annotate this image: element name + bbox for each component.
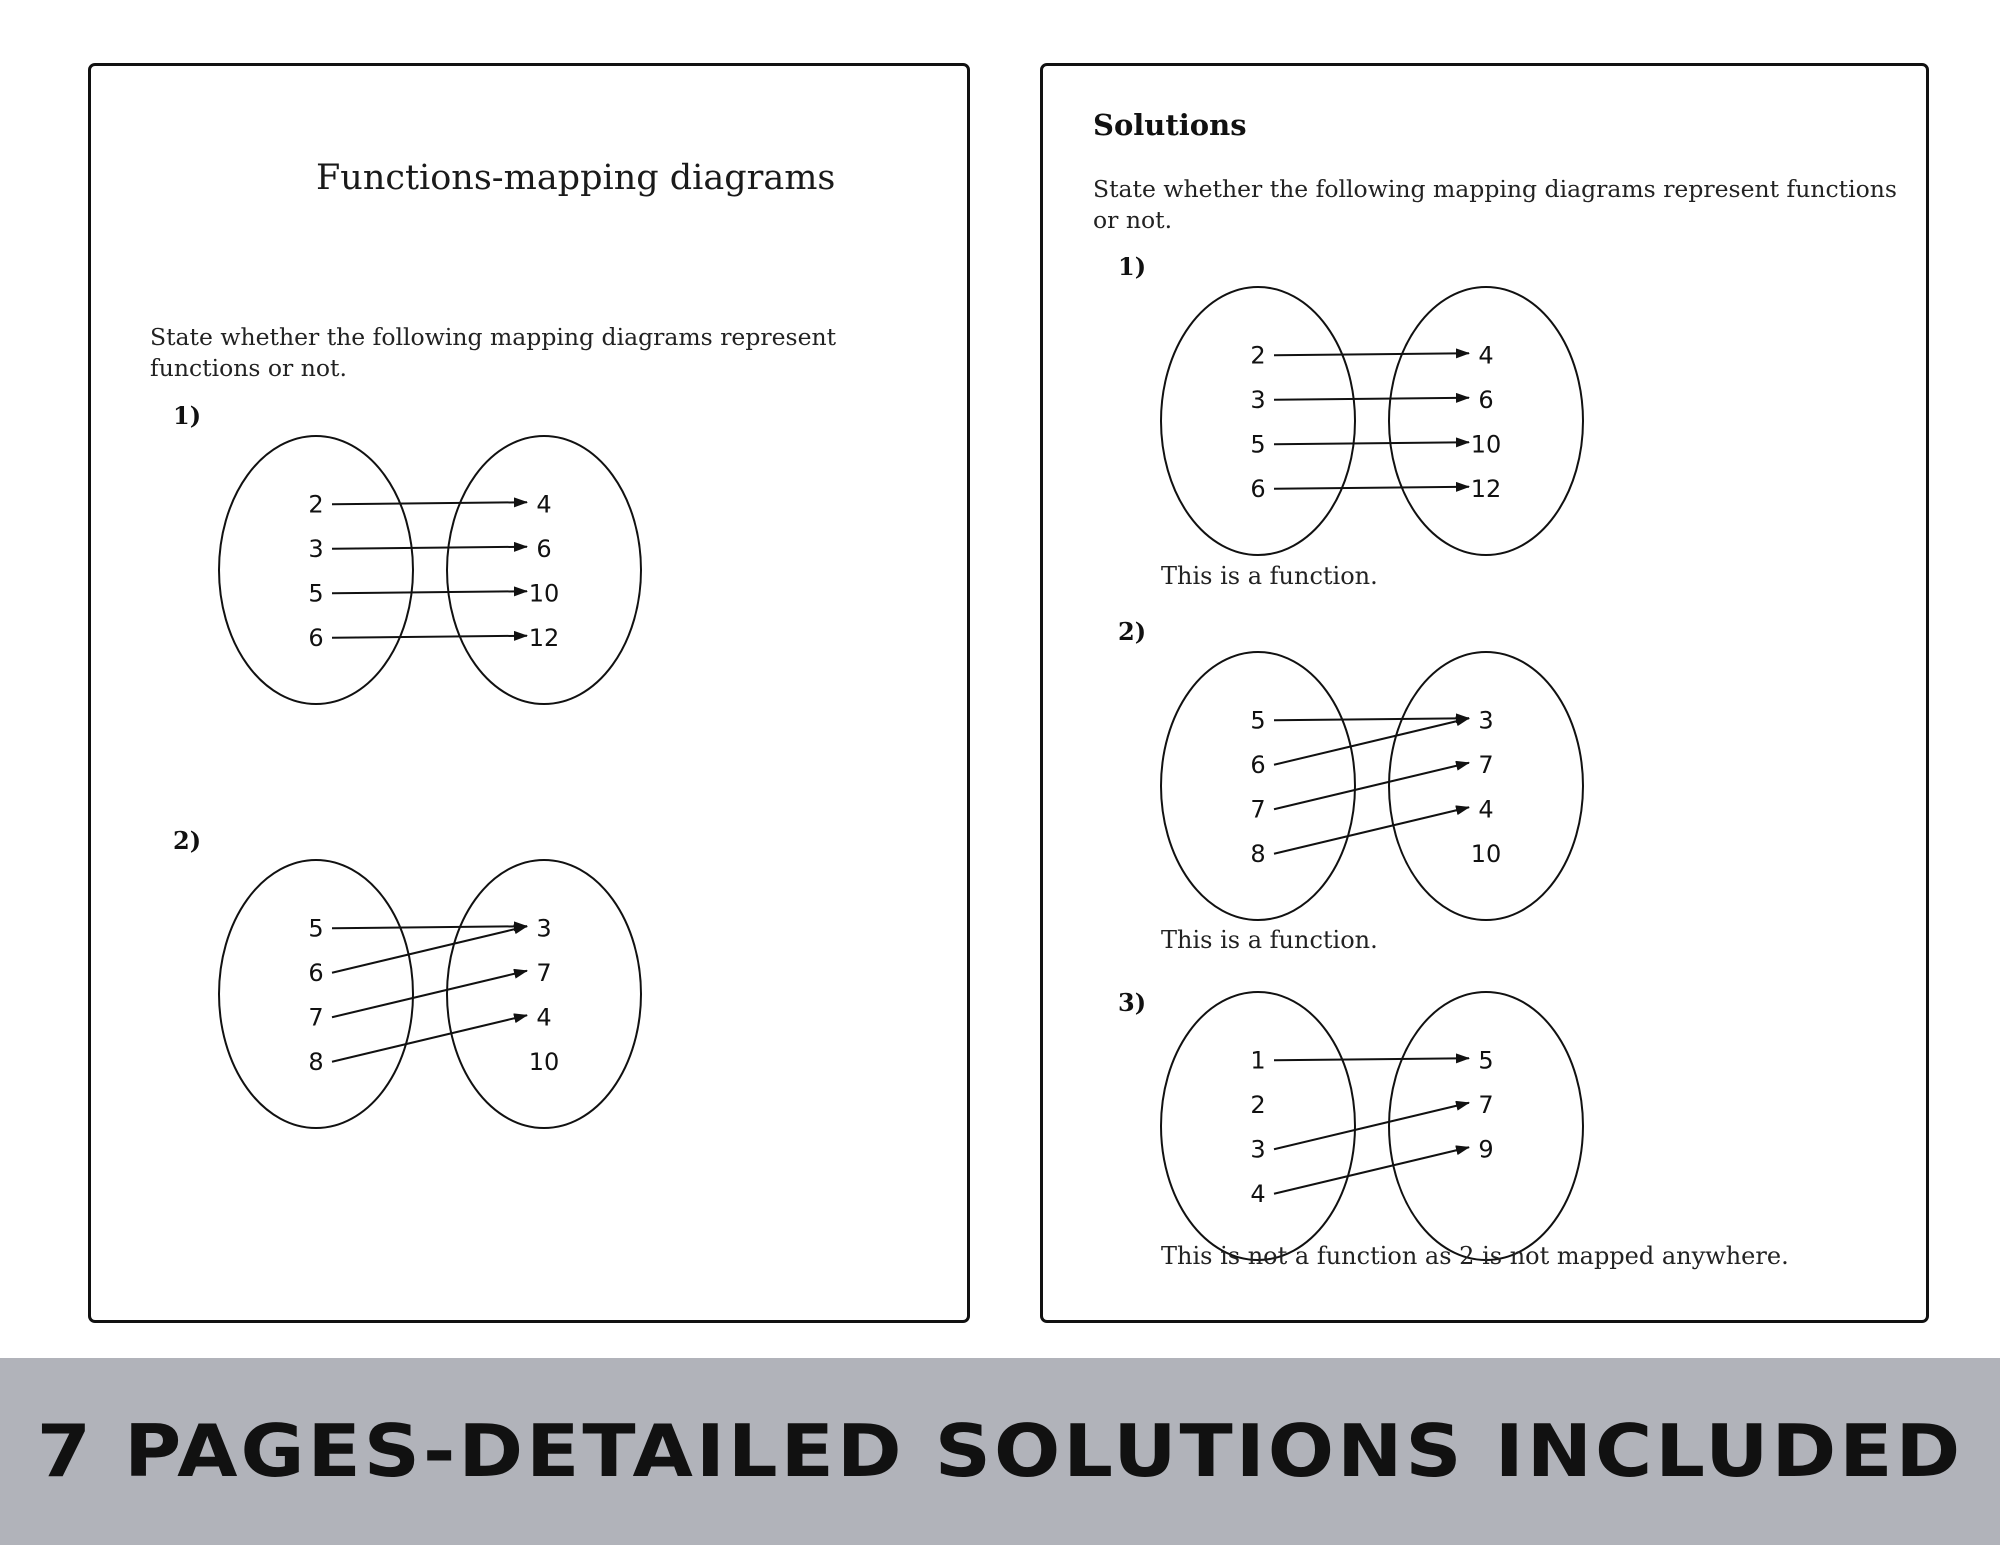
domain-value: 2 bbox=[1250, 341, 1265, 369]
domain-value: 5 bbox=[308, 579, 323, 607]
mapping-diagram-q2: 5 6 7 8 3 7 4 10 bbox=[218, 859, 642, 1129]
domain-value: 7 bbox=[308, 1003, 323, 1031]
range-value: 10 bbox=[1471, 430, 1502, 458]
mapping-arrow bbox=[331, 1013, 528, 1063]
domain-value: 6 bbox=[308, 959, 323, 987]
range-value: 3 bbox=[536, 914, 551, 942]
range-value: 7 bbox=[536, 959, 551, 987]
domain-value: 8 bbox=[308, 1048, 323, 1076]
mapping-arrow bbox=[1273, 437, 1470, 448]
domain-value: 3 bbox=[1250, 386, 1265, 414]
solutions-page: Solutions State whether the following ma… bbox=[1040, 63, 1929, 1323]
range-value: 6 bbox=[536, 535, 551, 563]
domain-value: 4 bbox=[1250, 1180, 1265, 1208]
domain-value: 6 bbox=[308, 624, 323, 652]
mapping-arrow bbox=[331, 586, 528, 597]
solution-diagram-3: 1 2 3 4 5 7 9 bbox=[1160, 991, 1584, 1261]
range-value: 12 bbox=[529, 624, 560, 652]
mapping-arrow bbox=[331, 968, 528, 1019]
domain-value: 3 bbox=[1250, 1135, 1265, 1163]
mapping-arrow bbox=[1273, 716, 1470, 766]
domain-oval bbox=[1160, 651, 1356, 921]
solution-number-2: 2) bbox=[1118, 617, 1147, 646]
mapping-arrow bbox=[1273, 392, 1470, 403]
domain-oval bbox=[218, 435, 414, 705]
domain-value: 5 bbox=[308, 914, 323, 942]
mapping-arrow bbox=[1273, 760, 1470, 811]
domain-oval bbox=[1160, 286, 1356, 556]
mapping-arrow bbox=[331, 541, 528, 552]
question-number-1: 1) bbox=[173, 401, 202, 430]
mapping-arrow bbox=[1273, 481, 1470, 492]
range-value: 4 bbox=[1478, 341, 1493, 369]
domain-value: 2 bbox=[308, 490, 323, 518]
mapping-arrow bbox=[1273, 348, 1470, 359]
solution-number-3: 3) bbox=[1118, 988, 1147, 1017]
solutions-heading: Solutions bbox=[1093, 108, 1247, 142]
worksheet-page: Functions-mapping diagrams State whether… bbox=[88, 63, 970, 1323]
range-value: 7 bbox=[1478, 751, 1493, 779]
mapping-arrow bbox=[1273, 1145, 1470, 1195]
range-value: 3 bbox=[1478, 706, 1493, 734]
solutions-instruction: State whether the following mapping diag… bbox=[1093, 175, 1897, 234]
range-value: 10 bbox=[1471, 840, 1502, 868]
range-value: 4 bbox=[536, 490, 551, 518]
domain-value: 1 bbox=[1250, 1046, 1265, 1074]
mapping-arrow bbox=[1273, 805, 1470, 855]
range-value: 5 bbox=[1478, 1046, 1493, 1074]
domain-value: 7 bbox=[1250, 795, 1265, 823]
range-oval bbox=[1388, 286, 1584, 556]
domain-value: 6 bbox=[1250, 475, 1265, 503]
domain-value: 8 bbox=[1250, 840, 1265, 868]
solution-diagram-2: 5 6 7 8 3 7 4 10 bbox=[1160, 651, 1584, 921]
solution-answer-1: This is a function. bbox=[1161, 562, 1378, 590]
range-value: 4 bbox=[536, 1003, 551, 1031]
domain-value: 6 bbox=[1250, 751, 1265, 779]
domain-value: 5 bbox=[1250, 430, 1265, 458]
mapping-arrow bbox=[331, 921, 528, 932]
domain-oval bbox=[218, 859, 414, 1129]
mapping-arrow bbox=[1273, 1053, 1470, 1064]
domain-value: 2 bbox=[1250, 1091, 1265, 1119]
range-oval bbox=[446, 435, 642, 705]
range-value: 6 bbox=[1478, 386, 1493, 414]
mapping-arrow bbox=[1273, 713, 1470, 724]
range-value: 7 bbox=[1478, 1091, 1493, 1119]
range-oval bbox=[1388, 651, 1584, 921]
range-oval bbox=[446, 859, 642, 1129]
range-value: 10 bbox=[529, 1048, 560, 1076]
domain-value: 5 bbox=[1250, 706, 1265, 734]
mapping-arrow bbox=[331, 630, 528, 641]
worksheet-title: Functions-mapping diagrams bbox=[316, 158, 836, 198]
range-value: 12 bbox=[1471, 475, 1502, 503]
solution-answer-2: This is a function. bbox=[1161, 926, 1378, 954]
mapping-arrow bbox=[331, 497, 528, 508]
range-value: 9 bbox=[1478, 1135, 1493, 1163]
question-number-2: 2) bbox=[173, 826, 202, 855]
promo-banner: 7 PAGES-DETAILED SOLUTIONS INCLUDED bbox=[0, 1358, 2000, 1545]
solution-answer-3: This is not a function as 2 is not mappe… bbox=[1161, 1242, 1789, 1270]
domain-value: 3 bbox=[308, 535, 323, 563]
range-oval bbox=[1388, 991, 1584, 1261]
mapping-diagram-q1: 2 3 5 6 4 6 10 12 bbox=[218, 435, 642, 705]
mapping-arrow bbox=[331, 924, 528, 974]
solution-number-1: 1) bbox=[1118, 252, 1147, 281]
mapping-arrow bbox=[1273, 1100, 1470, 1151]
worksheet-instruction: State whether the following mapping diag… bbox=[150, 323, 837, 382]
promo-banner-text: 7 PAGES-DETAILED SOLUTIONS INCLUDED bbox=[36, 1410, 1964, 1493]
solution-diagram-1: 2 3 5 6 4 6 10 12 bbox=[1160, 286, 1584, 556]
range-value: 10 bbox=[529, 579, 560, 607]
domain-oval bbox=[1160, 991, 1356, 1261]
range-value: 4 bbox=[1478, 795, 1493, 823]
